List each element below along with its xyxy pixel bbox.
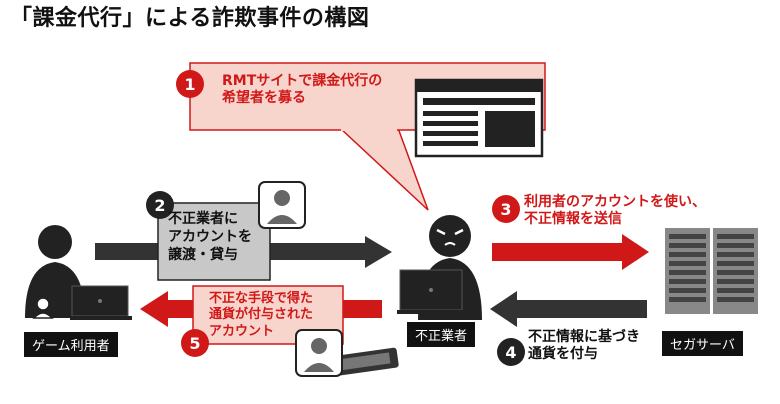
step-4-text: 不正情報に基づき 通貨を付与	[528, 329, 640, 362]
step-4-badge	[497, 338, 525, 366]
step-2-text: 不正業者に アカウントを 譲渡・貸与	[168, 211, 252, 264]
website-window-icon	[414, 78, 544, 158]
step-3-text: 利用者のアカウントを使い、 不正情報を送信	[524, 194, 706, 227]
step-5-number: 5	[189, 334, 200, 353]
step-2-badge	[146, 191, 174, 219]
page-title: 「課金代行」による詐欺事件の構図	[10, 6, 370, 31]
step-1-number: 1	[184, 75, 195, 94]
arrow-vendor-to-server	[492, 234, 649, 270]
step-5-text: 不正な手段で得た 通貨が付与された アカウント	[209, 291, 314, 339]
step-1-badge	[176, 70, 204, 98]
step-3-number: 3	[500, 200, 511, 219]
game-user-figure	[25, 225, 132, 320]
avatar-device-step5	[295, 329, 399, 377]
step-4-number: 4	[505, 343, 516, 362]
arrow-server-to-vendor	[490, 291, 647, 327]
step-5-badge	[181, 329, 209, 357]
sega-server-label: セガサーバ	[662, 331, 743, 356]
step-1-text: RMTサイトで課金代行の 希望者を募る	[222, 73, 383, 106]
step-3-badge	[492, 195, 520, 223]
fraud-vendor-label: 不正業者	[407, 322, 476, 347]
step-2-box	[157, 202, 271, 281]
game-user-label: ゲーム利用者	[24, 332, 118, 357]
avatar-card-step2	[258, 181, 306, 229]
server-icon	[665, 228, 758, 314]
step-2-number: 2	[154, 196, 165, 215]
fraud-vendor-figure	[397, 215, 482, 320]
